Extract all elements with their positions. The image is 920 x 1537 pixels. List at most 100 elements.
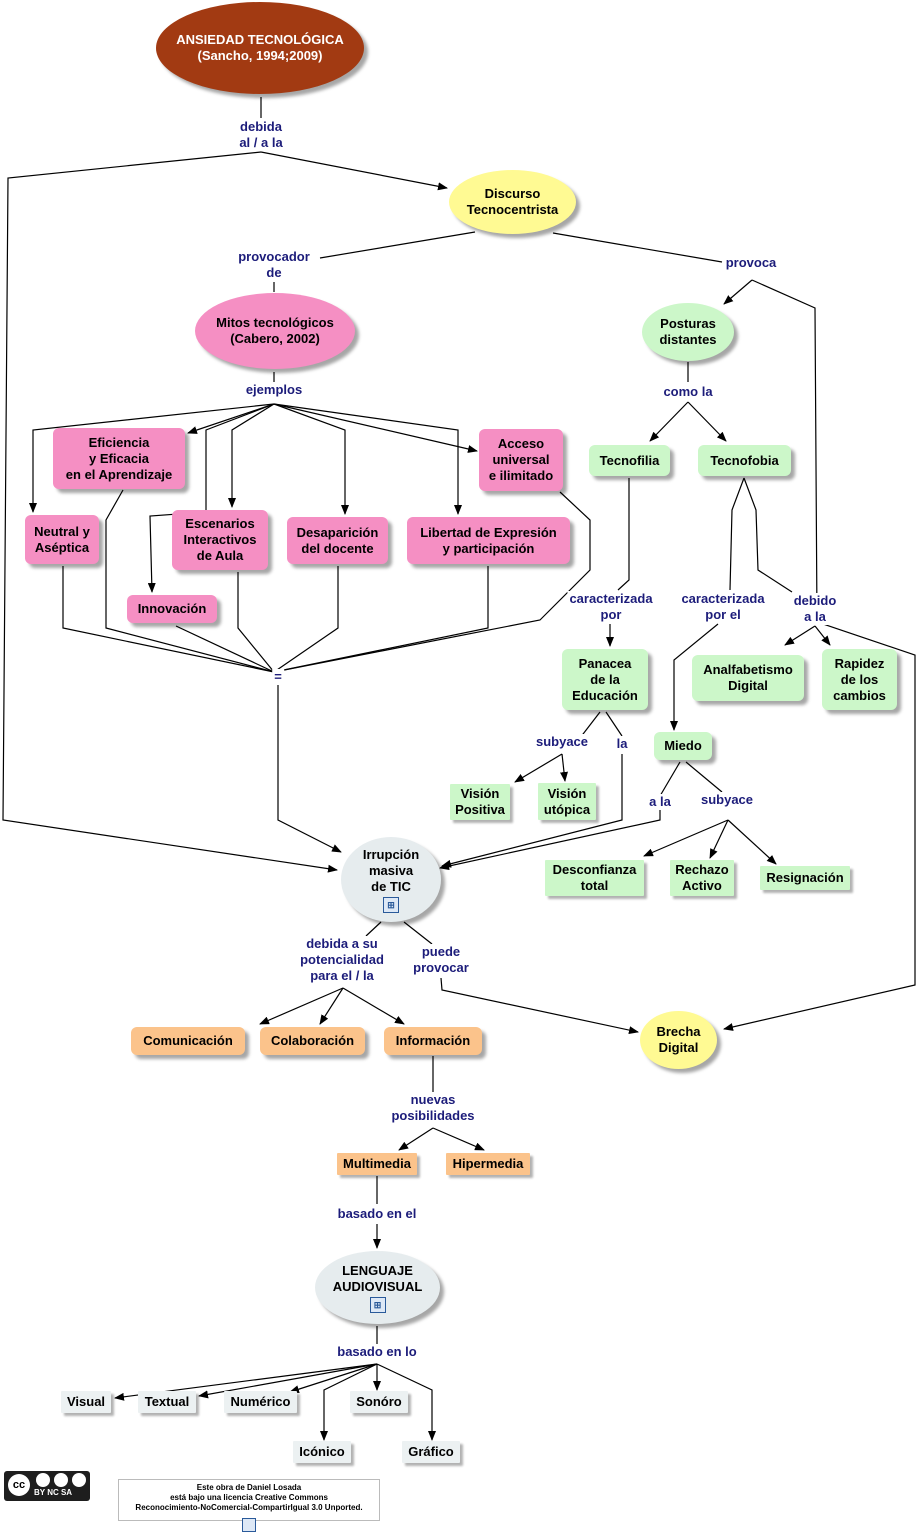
- link-label-equals: =: [272, 669, 284, 685]
- license-document-icon[interactable]: [242, 1518, 256, 1532]
- node-label: LENGUAJE AUDIOVISUAL: [332, 1262, 423, 1294]
- node-rapidez[interactable]: Rapidez de los cambios: [822, 649, 897, 710]
- node-lenguaje-audiovisual[interactable]: LENGUAJE AUDIOVISUAL ⊞: [315, 1251, 440, 1324]
- license-badge-text: BY NC SA: [34, 1488, 73, 1497]
- link-label-subyace-miedo: subyace: [698, 792, 756, 808]
- node-miedo[interactable]: Miedo: [654, 732, 712, 760]
- node-label: Eficiencia y Eficacia en el Aprendizaje: [65, 434, 173, 482]
- link-label-debida-potencialidad: debida a su potencialidad para el / la: [298, 936, 386, 984]
- submap-icon[interactable]: ⊞: [383, 896, 399, 913]
- node-ansiedad-tecnologica[interactable]: ANSIEDAD TECNOLÓGICA (Sancho, 1994;2009): [156, 2, 364, 94]
- node-label: Icónico: [299, 1444, 345, 1459]
- node-label: Textual: [144, 1394, 190, 1409]
- node-tecnofilia[interactable]: Tecnofilia: [589, 445, 670, 476]
- node-libertad[interactable]: Libertad de Expresión y participación: [407, 517, 570, 564]
- node-informacion[interactable]: Información: [384, 1027, 482, 1055]
- node-label: ANSIEDAD TECNOLÓGICA (Sancho, 1994;2009): [176, 32, 344, 63]
- node-label: Escenarios Interactivos de Aula: [183, 516, 257, 563]
- cc-icon: cc: [8, 1474, 30, 1496]
- node-label: Tecnofobia: [710, 452, 779, 468]
- node-label: Hipermedia: [452, 1156, 524, 1171]
- node-resignacion[interactable]: Resignación: [760, 866, 850, 890]
- node-label: Desconfianza total: [552, 862, 637, 893]
- link-label-nuevas-posibilidades: nuevas posibilidades: [389, 1092, 477, 1124]
- node-label: Discurso Tecnocentrista: [466, 186, 559, 217]
- node-grafico[interactable]: Gráfico: [402, 1441, 460, 1463]
- nc-icon: [54, 1473, 68, 1487]
- node-label: Visión utópica: [543, 785, 591, 817]
- link-label-puede-provocar: puede provocar: [411, 944, 471, 976]
- node-acceso[interactable]: Acceso universal e ilimitado: [479, 429, 563, 491]
- creative-commons-badge[interactable]: cc BY NC SA: [4, 1471, 90, 1501]
- node-label: Libertad de Expresión y participación: [420, 524, 557, 556]
- node-desaparicion[interactable]: Desaparición del docente: [287, 517, 388, 564]
- node-colaboracion[interactable]: Colaboración: [260, 1027, 365, 1055]
- node-visual[interactable]: Visual: [61, 1391, 111, 1413]
- node-iconico[interactable]: Icónico: [293, 1441, 351, 1463]
- node-label: Rapidez de los cambios: [833, 655, 886, 703]
- node-label: Brecha Digital: [656, 1024, 701, 1055]
- link-label-a-la: a la: [647, 794, 673, 810]
- submap-icon[interactable]: ⊞: [369, 1296, 386, 1313]
- node-desconfianza[interactable]: Desconfianza total: [545, 860, 644, 896]
- by-icon: [36, 1473, 50, 1487]
- node-escenarios[interactable]: Escenarios Interactivos de Aula: [172, 510, 268, 570]
- node-hipermedia[interactable]: Hipermedia: [446, 1153, 530, 1175]
- node-neutral[interactable]: Neutral y Aséptica: [25, 515, 99, 564]
- node-irrupcion-tic[interactable]: Irrupción masiva de TIC ⊞: [341, 837, 441, 922]
- node-label: Colaboración: [270, 1033, 355, 1048]
- node-label: Multimedia: [343, 1156, 411, 1171]
- link-label-caracterizada-por-el: caracterizada por el: [679, 591, 767, 623]
- node-vision-positiva[interactable]: Visión Positiva: [450, 784, 510, 820]
- node-eficiencia[interactable]: Eficiencia y Eficacia en el Aprendizaje: [53, 428, 185, 489]
- link-label-ejemplos: ejemplos: [243, 382, 305, 398]
- node-label: Tecnofilia: [599, 452, 660, 468]
- node-label: Comunicación: [143, 1033, 233, 1048]
- node-label: Innovación: [137, 601, 207, 616]
- node-numerico[interactable]: Numérico: [224, 1391, 297, 1413]
- node-label: Numérico: [230, 1394, 291, 1409]
- node-label: Posturas distantes: [659, 316, 717, 347]
- node-label: Analfabetismo Digital: [703, 662, 793, 693]
- link-label-provocador: provocador de: [236, 249, 312, 281]
- node-label: Visión Positiva: [455, 786, 505, 817]
- license-text: Este obra de Daniel Losada está bajo una…: [118, 1479, 380, 1521]
- link-label-caracterizada-por: caracterizada por: [567, 591, 655, 623]
- node-discurso-tecnocentrista[interactable]: Discurso Tecnocentrista: [449, 170, 576, 234]
- node-analfabetismo[interactable]: Analfabetismo Digital: [692, 655, 804, 701]
- node-label: Miedo: [664, 738, 702, 753]
- link-label-subyace-panacea: subyace: [533, 734, 591, 750]
- node-label: Neutral y Aséptica: [34, 523, 90, 555]
- node-label: Irrupción masiva de TIC: [362, 846, 420, 894]
- node-label: Gráfico: [408, 1444, 454, 1459]
- link-label-debida: debida al / a la: [237, 119, 285, 151]
- node-rechazo[interactable]: Rechazo Activo: [670, 860, 734, 896]
- node-label: Desaparición del docente: [296, 524, 379, 556]
- node-label: Sonóro: [356, 1394, 402, 1409]
- node-label: Mitos tecnológicos (Cabero, 2002): [216, 315, 334, 346]
- link-label-debido-a-la: debido a la: [791, 593, 839, 625]
- node-mitos-tecnologicos[interactable]: Mitos tecnológicos (Cabero, 2002): [195, 293, 355, 369]
- node-label: Información: [395, 1033, 471, 1048]
- node-brecha-digital[interactable]: Brecha Digital: [640, 1011, 717, 1069]
- node-tecnofobia[interactable]: Tecnofobia: [698, 445, 791, 476]
- node-panacea[interactable]: Panacea de la Educación: [562, 649, 648, 710]
- node-textual[interactable]: Textual: [138, 1391, 196, 1413]
- node-innovacion[interactable]: Innovación: [127, 595, 217, 623]
- node-label: Visual: [66, 1394, 106, 1409]
- node-multimedia[interactable]: Multimedia: [337, 1153, 417, 1175]
- sa-icon: [72, 1473, 86, 1487]
- link-label-provoca: provoca: [723, 255, 779, 271]
- node-label: Panacea de la Educación: [572, 655, 638, 703]
- node-label: Acceso universal e ilimitado: [488, 436, 554, 483]
- node-comunicacion[interactable]: Comunicación: [131, 1027, 245, 1055]
- link-label-basado-en-lo: basado en lo: [335, 1344, 419, 1360]
- node-label: Resignación: [766, 870, 844, 885]
- node-posturas-distantes[interactable]: Posturas distantes: [642, 303, 734, 361]
- node-label: Rechazo Activo: [675, 862, 729, 893]
- node-vision-utopica[interactable]: Visión utópica: [538, 783, 596, 820]
- link-label-como-la: como la: [661, 384, 715, 400]
- link-label-basado-en-el: basado en el: [335, 1206, 419, 1222]
- node-sonoro[interactable]: Sonóro: [350, 1391, 408, 1413]
